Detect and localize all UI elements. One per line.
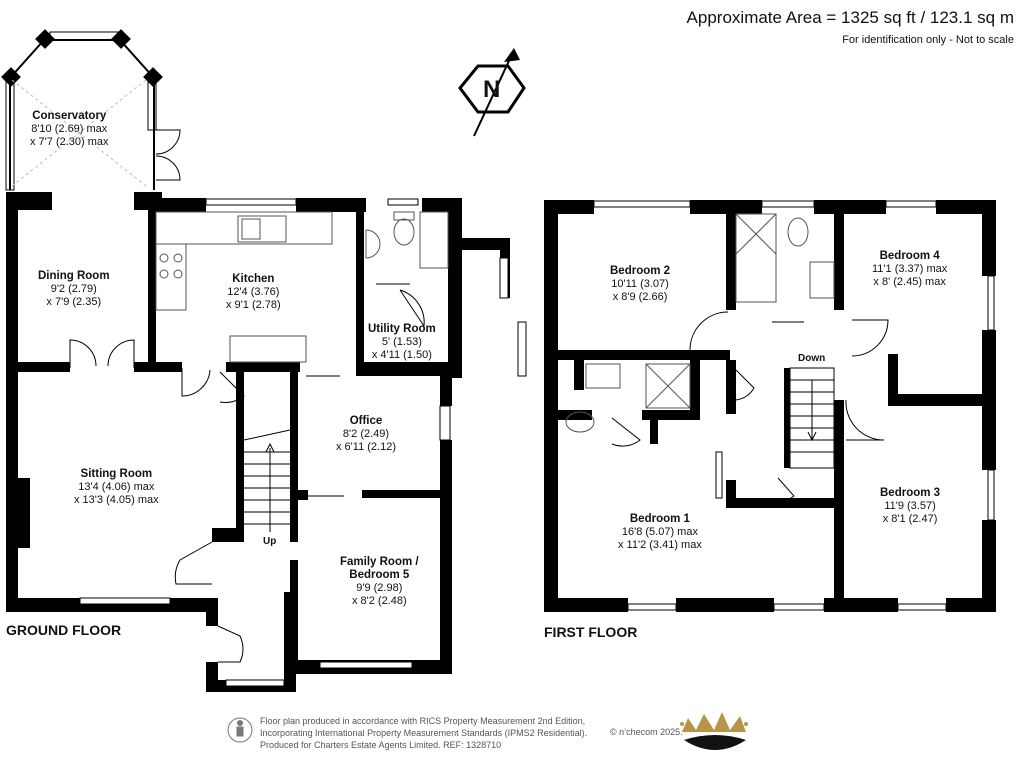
room-dim-1: 10'11 (3.07) [611,278,669,290]
person-icon [227,717,253,743]
first-floor-doors [611,311,889,501]
footer-notice: Floor plan produced in accordance with R… [260,715,587,751]
room-dim-2: x 7'9 (2.35) [46,296,102,308]
crown-logo [680,712,748,750]
compass-letter: N [483,76,501,103]
room-kitchen: Kitchen 12'4 (3.76) x 9'1 (2.78) [226,273,281,312]
room-name: Kitchen [232,273,275,285]
room-dim-1: 8'2 (2.49) [342,428,390,440]
room-utility: Utility Room 5' (1.53) x 4'11 (1.50) [368,323,436,362]
stairs-down-label: Down [798,353,826,364]
room-dim-1: 9'9 (2.98) [356,582,403,594]
room-name: Conservatory [32,110,107,122]
conservatory-glazing-lines [11,79,147,187]
room-dim-1: 5' (1.53) [381,336,422,348]
ground-floor-doors [69,283,425,663]
stairs-up-label: Up [263,536,277,547]
room-dim-2: x 13'3 (4.05) max [74,494,159,506]
room-name: Office [349,415,383,427]
conservatory-door [155,129,181,181]
ground-floor-walls [6,192,510,692]
room-dim-1: 13'4 (4.06) max [78,481,155,493]
room-family: Family Room / Bedroom 5 9'9 (2.98) x 8'2… [340,556,419,608]
first-floor-walls [544,200,996,612]
room-dim-1: 16'8 (5.07) max [621,526,698,538]
first-floor-fixtures [565,213,835,433]
room-office: Office 8'2 (2.49) x 6'11 (2.12) [336,415,396,454]
room-dim-2: x 6'11 (2.12) [336,441,396,453]
utility-fixtures [365,211,449,269]
room-dining: Dining Room 9'2 (2.79) x 7'9 (2.35) [38,270,110,309]
footer-line-3: Produced for Charters Estate Agents Limi… [260,740,502,750]
compass-icon [458,48,526,137]
room-dim-1: 11'9 (3.57) [884,500,936,512]
room-dim-2: x 11'2 (3.41) max [618,539,702,551]
kitchen-fittings [155,211,333,363]
ground-floor-stairs [243,429,291,532]
room-name: Bedroom 4 [879,250,940,262]
room-conservatory: Conservatory 8'10 (2.69) max x 7'7 (2.30… [30,110,109,149]
room-bedroom-3: Bedroom 3 11'9 (3.57) x 8'1 (2.47) [880,487,940,526]
scale-note: For identification only - Not to scale [842,34,1014,46]
copyright: © n’checom 2025. [610,727,683,737]
room-name: Sitting Room [80,468,153,480]
approximate-area: Approximate Area = 1325 sq ft / 123.1 sq… [686,8,1014,27]
footer-line-2: Incorporating International Property Mea… [260,728,588,738]
room-dim-1: 11'1 (3.37) max [872,263,948,275]
first-floor-windows [593,200,995,611]
first-floor-label: FIRST FLOOR [544,624,638,640]
ground-floor-label: GROUND FLOOR [6,622,122,638]
room-bedroom-1: Bedroom 1 16'8 (5.07) max x 11'2 (3.41) … [618,513,702,552]
room-name: Family Room / [340,556,419,568]
room-bedroom-2: Bedroom 2 10'11 (3.07) x 8'9 (2.66) [610,265,670,304]
room-dim-2: x 8'1 (2.47) [882,513,938,525]
room-dim-2: x 8'2 (2.48) [351,595,407,607]
room-dim-2: x 8' (2.45) max [873,276,946,288]
room-name: Bedroom 2 [610,265,671,277]
room-dim-1: 9'2 (2.79) [50,283,97,295]
room-dim-1: 12'4 (3.76) [227,286,280,298]
first-floor-stairs [789,367,835,469]
room-name: Utility Room [368,323,436,335]
room-bedroom-4: Bedroom 4 11'1 (3.37) max x 8' (2.45) ma… [872,250,947,289]
footer-line-1: Floor plan produced in accordance with R… [260,716,586,726]
room-sitting: Sitting Room 13'4 (4.06) max x 13'3 (4.0… [74,468,159,507]
room-dim-2: x 9'1 (2.78) [226,299,281,311]
room-dim-2: x 7'7 (2.30) max [30,136,109,148]
room-name: Dining Room [38,270,110,282]
room-name: Bedroom 1 [629,513,690,525]
room-name-2: Bedroom 5 [349,569,410,581]
room-name: Bedroom 3 [880,487,941,499]
room-dim-1: 8'10 (2.69) max [31,123,108,135]
conservatory-outline [9,39,155,190]
room-dim-2: x 4'11 (1.50) [371,349,432,361]
room-dim-2: x 8'9 (2.66) [612,291,668,303]
